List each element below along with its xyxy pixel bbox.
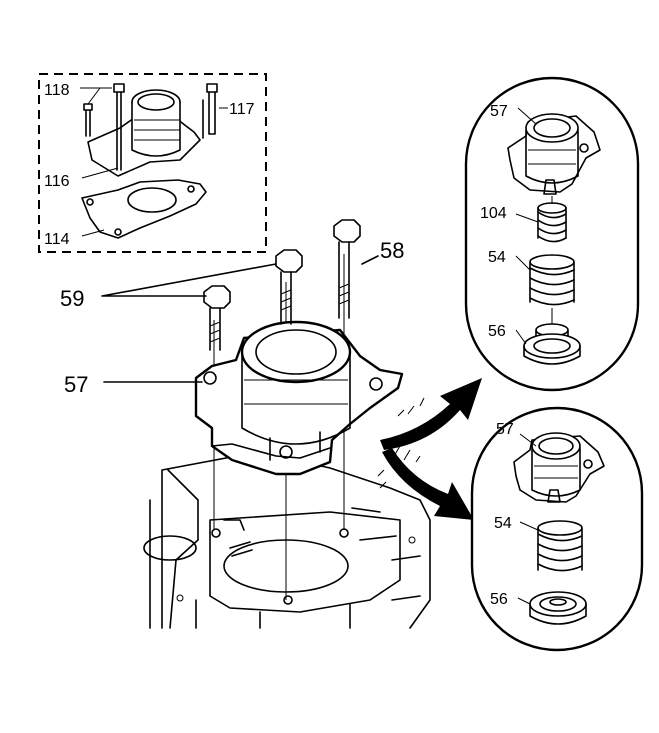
- detail-capsule-bottom: 57 54 56: [470, 406, 644, 652]
- spring-54-bottom: [537, 520, 583, 572]
- inset-detail-group: 118 117 116 114: [38, 73, 267, 253]
- piston-56-top: [523, 308, 581, 365]
- inset-bolt-118: [83, 83, 125, 171]
- inset-gasket-bolt-hole: [86, 198, 94, 206]
- orientation-marks: [377, 397, 425, 489]
- inset-bolt-117: [202, 83, 218, 139]
- callout-54-bottom: 54: [494, 515, 512, 532]
- detail-capsule-top: 57 104 54 56: [464, 76, 640, 392]
- callout-57-top: 57: [490, 103, 508, 120]
- spring-54-top: [529, 254, 575, 306]
- callout-104: 104: [480, 205, 507, 222]
- leader-114: [81, 229, 105, 237]
- inset-dashed-frame: [38, 73, 267, 253]
- leader-116: [81, 167, 119, 179]
- callout-59: 59: [60, 286, 84, 311]
- bolt-59-right: [275, 249, 303, 325]
- leader-118: [80, 87, 112, 105]
- callout-56-bottom: 56: [490, 591, 508, 608]
- callout-114: 114: [44, 231, 70, 248]
- cover-hatching: [244, 379, 348, 405]
- curved-arrow-icon: [380, 378, 482, 450]
- inset-gasket-hole: [127, 187, 177, 213]
- cover-dome-side: [241, 355, 351, 445]
- callout-56-top: 56: [488, 323, 506, 340]
- inset-cover-dome-top-ring: [137, 93, 175, 111]
- callout-57-main: 57: [64, 372, 88, 397]
- inset-gasket-bolt-hole: [114, 228, 122, 236]
- piston-56-bottom: [529, 591, 587, 625]
- cover-dome-top: [240, 320, 352, 384]
- callout-57-bottom: 57: [496, 421, 514, 438]
- inset-cover-hatching: [134, 119, 180, 141]
- callout-116: 116: [44, 173, 70, 190]
- leader-59: [101, 263, 277, 297]
- case-bore-left: [143, 535, 197, 561]
- inset-cover-dome-side: [131, 101, 181, 157]
- callout-118: 118: [44, 82, 70, 99]
- bolt-59-left: [203, 285, 231, 351]
- leader-58: [361, 255, 379, 265]
- main-assembly-group: 59 58 57: [60, 219, 431, 629]
- callout-117: 117: [229, 101, 255, 118]
- callout-54-top: 54: [488, 249, 506, 266]
- inset-gasket-114: [81, 179, 207, 239]
- inset-gasket-bolt-hole: [187, 185, 195, 193]
- callout-58: 58: [380, 238, 404, 263]
- curved-arrow-icon: [382, 448, 474, 520]
- cover-dome-ring: [255, 329, 337, 375]
- spring-104: [537, 202, 567, 243]
- transmission-case: [143, 451, 431, 629]
- accumulator-cover-57: [194, 320, 404, 476]
- bolt-58: [333, 219, 361, 319]
